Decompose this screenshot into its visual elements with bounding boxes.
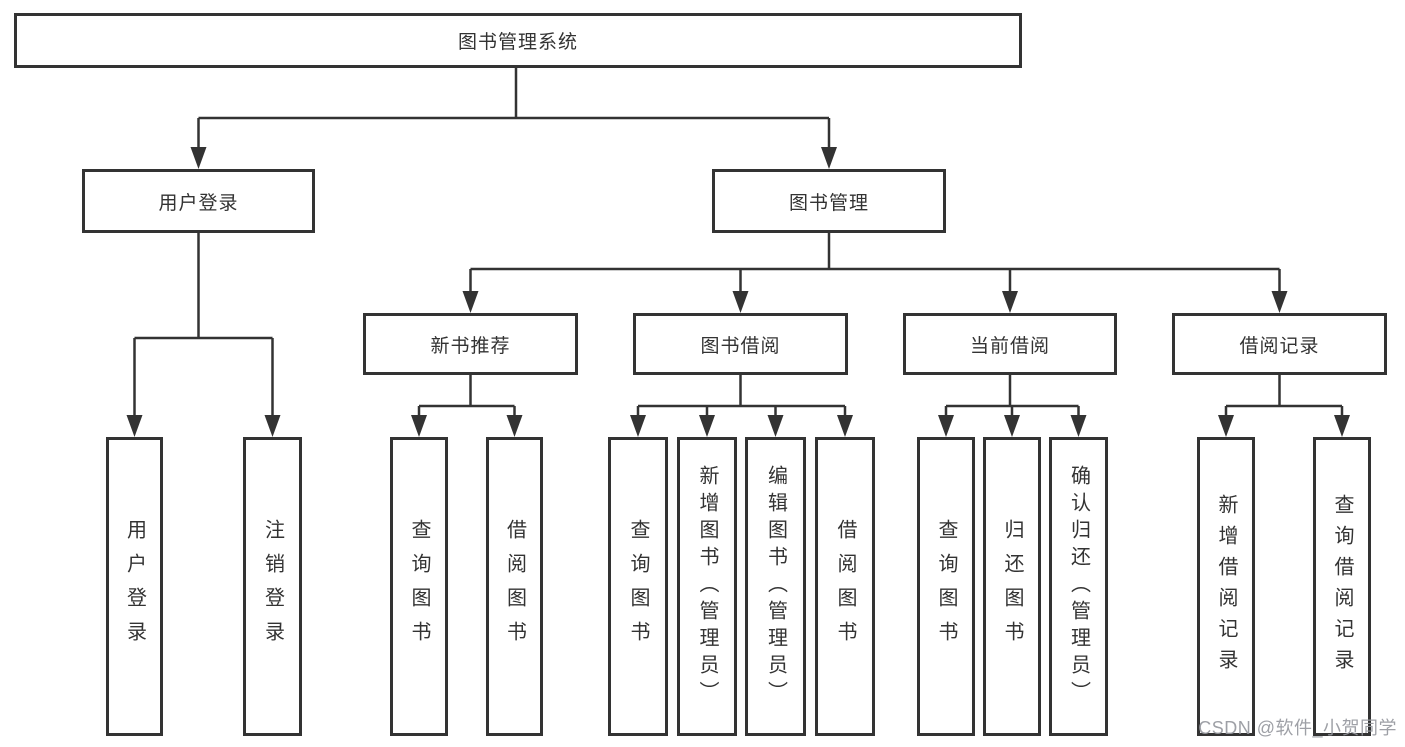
- node-borrow-records: 借阅记录: [1172, 313, 1387, 375]
- node-book-management-label: 图书管理: [788, 192, 869, 214]
- leaf-borrow-books-recommend: 借阅图书: [486, 437, 543, 736]
- leaf-add-borrow-record-label: 新增借阅记录: [1215, 493, 1237, 680]
- node-book-borrow-label: 图书借阅: [700, 335, 781, 357]
- leaf-borrow-books: 借阅图书: [815, 437, 875, 736]
- leaf-borrow-books-label: 借阅图书: [834, 518, 856, 655]
- leaf-query-books-current: 查询图书: [917, 437, 975, 736]
- watermark: CSDN @软件_小贺同学: [1198, 718, 1397, 738]
- leaf-add-borrow-record: 新增借阅记录: [1197, 437, 1255, 736]
- leaf-query-books-recommend: 查询图书: [390, 437, 448, 736]
- leaf-add-books-admin: 新增图书（管理员）: [677, 437, 737, 736]
- node-user-login: 用户登录: [82, 169, 315, 233]
- leaf-query-borrow-record-label: 查询借阅记录: [1331, 493, 1353, 680]
- leaf-return-books: 归还图书: [983, 437, 1041, 736]
- node-new-book-recommend-label: 新书推荐: [430, 335, 511, 357]
- leaf-borrow-books-recommend-label: 借阅图书: [503, 518, 526, 655]
- connector-line: [133, 68, 1344, 419]
- node-root: 图书管理系统: [14, 13, 1022, 68]
- node-user-login-label: 用户登录: [158, 192, 239, 214]
- leaf-logout-label: 注销登录: [261, 518, 284, 655]
- leaf-add-books-admin-label: 新增图书（管理员）: [696, 465, 718, 708]
- leaf-query-books-current-label: 查询图书: [935, 518, 957, 655]
- node-book-borrow: 图书借阅: [633, 313, 848, 375]
- node-new-book-recommend: 新书推荐: [363, 313, 578, 375]
- leaf-user-login: 用户登录: [106, 437, 163, 736]
- node-book-management: 图书管理: [712, 169, 946, 233]
- leaf-query-books-recommend-label: 查询图书: [408, 518, 430, 655]
- node-root-label: 图书管理系统: [457, 32, 578, 53]
- leaf-edit-books-admin-label: 编辑图书（管理员）: [764, 465, 787, 708]
- leaf-return-books-label: 归还图书: [1001, 518, 1023, 655]
- leaf-user-login-label: 用户登录: [123, 518, 146, 655]
- node-borrow-records-label: 借阅记录: [1239, 335, 1320, 357]
- leaf-query-books-borrow: 查询图书: [608, 437, 668, 736]
- arrowhead-icon: [126, 147, 1350, 437]
- leaf-query-borrow-record: 查询借阅记录: [1313, 437, 1371, 736]
- leaf-logout: 注销登录: [243, 437, 302, 736]
- leaf-edit-books-admin: 编辑图书（管理员）: [745, 437, 806, 736]
- leaf-confirm-return-admin: 确认归还（管理员）: [1049, 437, 1108, 736]
- leaf-confirm-return-admin-label: 确认归还（管理员）: [1067, 465, 1090, 708]
- leaf-query-books-borrow-label: 查询图书: [627, 518, 649, 655]
- node-current-borrow: 当前借阅: [903, 313, 1117, 375]
- node-current-borrow-label: 当前借阅: [969, 335, 1050, 357]
